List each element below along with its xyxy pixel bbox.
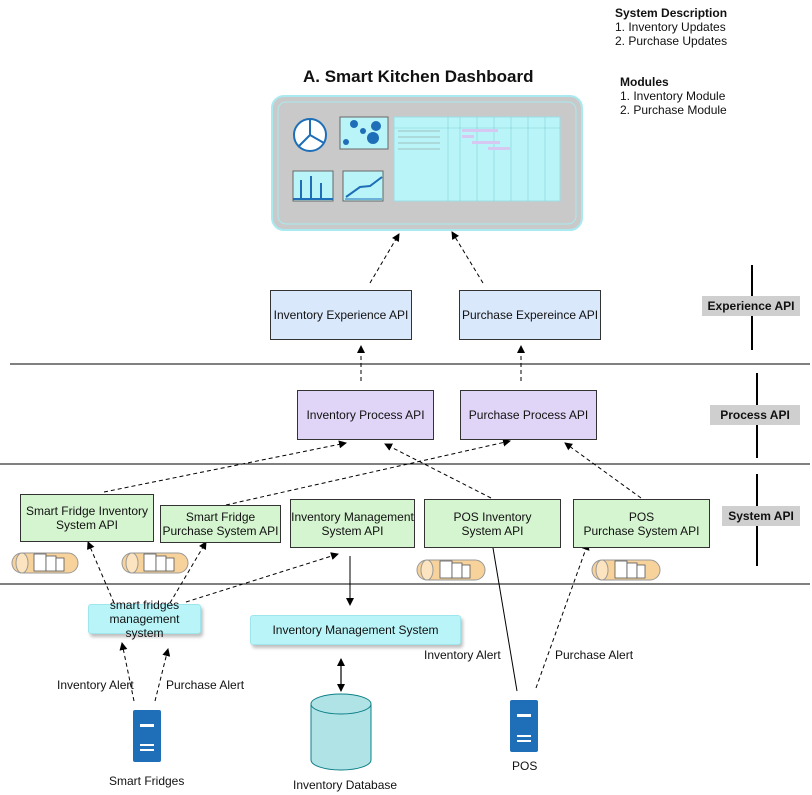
smart-fridge-inventory-system-api[interactable]: Smart Fridge Inventory System API	[20, 494, 154, 542]
inventory-database-label: Inventory Database	[293, 778, 398, 792]
database-icon	[310, 693, 372, 771]
alert-label-fridge-inventory: Inventory Alert	[57, 678, 134, 692]
arrow-mgmt-to-inv-mgmt	[185, 552, 339, 603]
pos-inventory-label-line1: POS Inventory	[453, 509, 532, 524]
pos-purchase-label-line1: POS	[628, 509, 655, 524]
arrow-pos-pur-to-proc	[564, 442, 642, 499]
smart-fridges-mgmt-label-line2: management	[109, 612, 180, 626]
smart-fridges-management-system[interactable]: smart fridges management system	[88, 598, 201, 640]
system-description-item: 1. Inventory Updates	[615, 20, 726, 34]
arrow-fridges-inventory-alert	[119, 642, 135, 702]
smart-fridge-inventory-label-line1: Smart Fridge Inventory	[25, 504, 149, 518]
modules-description: Modules 1. Inventory Module 2. Purchase …	[620, 75, 727, 117]
queue-icon-pos-purchase	[591, 559, 661, 581]
smart-fridge-purchase-label-line1: Smart Fridge	[185, 510, 256, 524]
inventory-experience-api-label: Inventory Experience API	[273, 308, 409, 322]
arrow-pos-to-pos-inv	[491, 541, 518, 692]
pos-purchase-label-line2: Purchase System API	[583, 523, 700, 538]
alert-label-pos-purchase: Purchase Alert	[555, 648, 634, 662]
purchase-process-api-label: Purchase Process API	[468, 408, 589, 422]
purchase-experience-api[interactable]: Purchase Expereince API	[459, 290, 601, 340]
pos-inventory-label-line2: System API	[461, 523, 524, 538]
queue-icon-fridge-purchase	[121, 552, 189, 574]
arrow-pos-to-pos-pur	[535, 542, 590, 689]
system-description-item: 2. Purchase Updates	[615, 34, 728, 48]
smart-fridge-inventory-label-line2: System API	[55, 518, 118, 532]
tier-label-system: System API	[722, 506, 800, 526]
smart-fridge-purchase-label-line2: Purchase System API	[162, 524, 279, 538]
alert-label-fridge-purchase: Purchase Alert	[166, 678, 245, 692]
pos-label: POS	[512, 759, 538, 773]
pos-inventory-system-api[interactable]: POS Inventory System API	[424, 499, 561, 548]
arrow-pos-inv-to-proc	[384, 443, 492, 499]
modules-item: 2. Purchase Module	[620, 103, 727, 117]
arrow-fridge-pur-to-proc	[225, 438, 511, 506]
arrow-mgmt-to-fridge-pur	[169, 541, 207, 604]
queue-icon-fridge-inventory	[11, 552, 79, 574]
alert-label-pos-inventory: Inventory Alert	[424, 648, 501, 662]
arrow-fridge-inv-to-proc	[103, 440, 347, 493]
system-description-heading: System Description	[615, 6, 728, 20]
inventory-process-api-label: Inventory Process API	[306, 408, 425, 422]
inventory-management-api-label-line1: Inventory Management	[291, 509, 414, 524]
pos-purchase-system-api[interactable]: POS Purchase System API	[573, 499, 710, 548]
server-icon-smart-fridges	[133, 710, 161, 762]
smart-fridges-mgmt-label-line3: system	[125, 626, 164, 640]
inventory-management-system-label: Inventory Management System	[272, 623, 439, 637]
arrow-pur-exp-to-dashboard	[451, 231, 484, 284]
dashboard-screen	[271, 95, 583, 231]
purchase-experience-api-label: Purchase Expereince API	[461, 308, 599, 322]
smart-fridge-purchase-system-api[interactable]: Smart Fridge Purchase System API	[160, 505, 281, 543]
arrow-inv-exp-to-dashboard	[369, 233, 400, 284]
smart-fridges-mgmt-label-line1: smart fridges	[109, 598, 180, 612]
arrow-fridges-purchase-alert	[154, 648, 171, 702]
queue-icon-pos-inventory	[416, 559, 486, 581]
inventory-management-api-label-line2: System API	[321, 523, 384, 538]
smart-fridges-label: Smart Fridges	[109, 774, 185, 788]
inventory-management-system-api[interactable]: Inventory Management System API	[290, 499, 415, 548]
modules-heading: Modules	[620, 75, 669, 89]
tier-label-process: Process API	[710, 405, 800, 425]
arrow-mgmt-to-fridge-inv	[87, 541, 115, 604]
inventory-process-api[interactable]: Inventory Process API	[297, 390, 434, 440]
inventory-management-system[interactable]: Inventory Management System	[250, 615, 461, 645]
system-description: System Description 1. Inventory Updates …	[615, 6, 727, 48]
tier-label-experience: Experience API	[702, 296, 800, 316]
modules-item: 1. Inventory Module	[620, 89, 726, 103]
inventory-experience-api[interactable]: Inventory Experience API	[270, 290, 412, 340]
dashboard-title: A. Smart Kitchen Dashboard	[303, 67, 534, 86]
server-icon-pos	[510, 700, 538, 752]
purchase-process-api[interactable]: Purchase Process API	[460, 390, 597, 440]
